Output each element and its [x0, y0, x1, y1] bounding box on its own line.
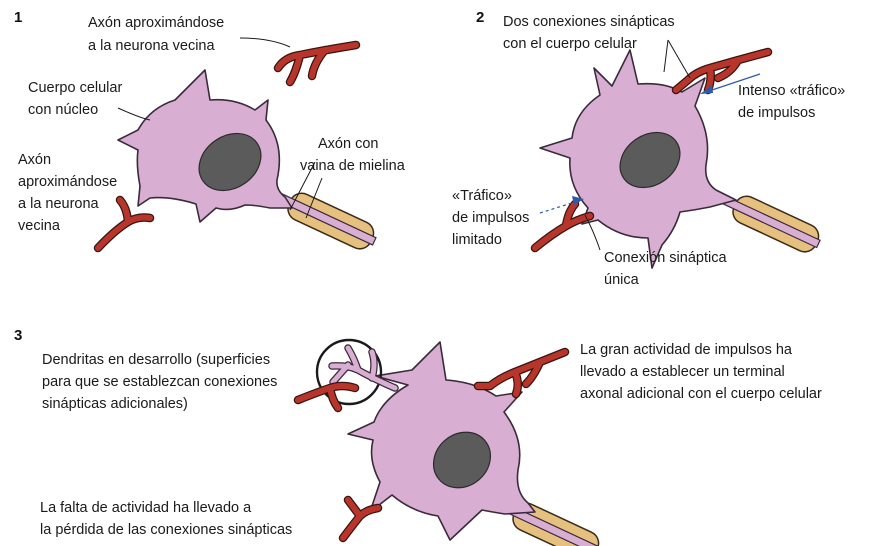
leader-two-connections-b	[664, 40, 668, 72]
panel-3: 3 Dendritas en desarrollo (sup	[14, 327, 822, 546]
axon-terminal-3-bottom	[343, 500, 378, 538]
panel-2: 2 Dos conexiones s	[452, 9, 849, 288]
axon-terminal-2-bottom	[535, 204, 590, 248]
cell-body-1	[118, 70, 292, 222]
leader-axon-top	[240, 38, 290, 47]
label-axon-approaching-top: Axón aproximándose a la neurona vecina	[88, 15, 228, 54]
label-lack-activity: La falta de actividad ha llevado a la pé…	[40, 500, 292, 538]
myelinated-axon-1	[264, 180, 380, 254]
panel-2-number: 2	[476, 9, 484, 26]
label-axon-approaching-left: Axón aproximándose a la neurona vecina	[18, 152, 121, 234]
label-great-activity: La gran actividad de impulsos ha llevado…	[580, 342, 822, 402]
label-intense-traffic: Intenso «tráfico» de impulsos	[738, 83, 849, 121]
panel-1: 1 Axón aproximándose a la neurona vecina	[14, 9, 406, 254]
label-developing-dendrites: Dendritas en desarrollo (superficies par…	[42, 352, 281, 412]
leader-two-connections-a	[668, 40, 690, 78]
label-two-connections: Dos conexiones sinápticas con el cuerpo …	[503, 14, 679, 52]
axon-terminal-1-left	[98, 200, 150, 248]
label-limited-traffic: «Tráfico» de impulsos limitado	[452, 188, 533, 248]
label-cell-body: Cuerpo celular con núcleo	[28, 80, 126, 118]
myelinated-axon-2	[704, 180, 825, 256]
label-single-connection: Conexión sináptica única	[604, 250, 731, 288]
panel-3-number: 3	[14, 327, 22, 344]
axon-terminal-1-top	[278, 45, 356, 82]
panel-1-number: 1	[14, 9, 22, 26]
axon-terminal-3-top-right	[478, 352, 565, 394]
label-myelin-axon: Axón con vaina de mielina	[300, 136, 406, 174]
